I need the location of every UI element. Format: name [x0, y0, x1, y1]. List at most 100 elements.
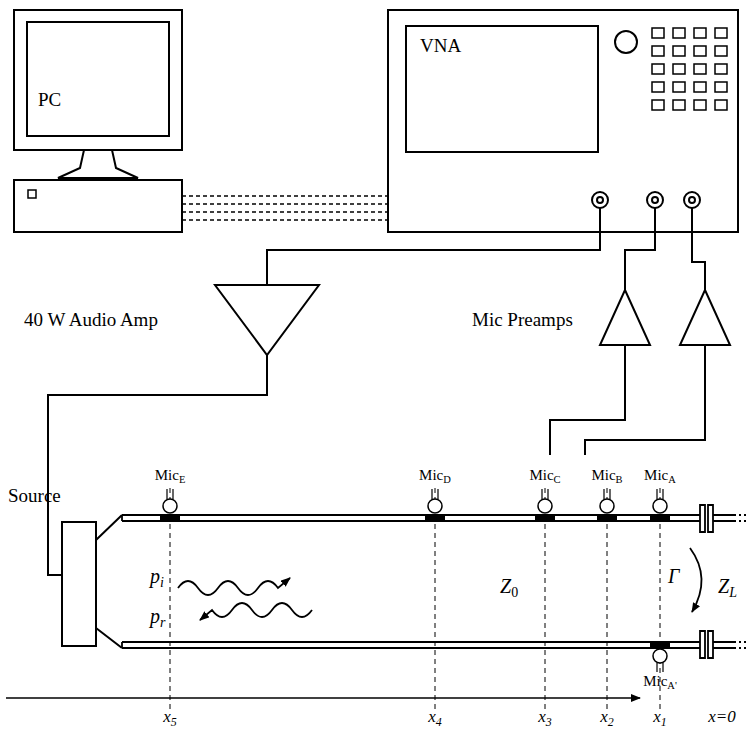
- path-stroke: [96, 515, 122, 648]
- label-subscript: i: [160, 575, 164, 590]
- mic-label: MicD: [419, 468, 451, 483]
- line-stroke: [182, 211, 388, 213]
- line-stroke: [662, 489, 663, 499]
- circle-stroke: [592, 192, 608, 208]
- line-stroke: [662, 663, 663, 672]
- path-stroke: [713, 515, 736, 648]
- tube: [122, 505, 746, 658]
- rect-stroke: [694, 46, 706, 56]
- rect-stroke: [651, 642, 669, 648]
- rect-stroke: [694, 28, 706, 38]
- device-label: VNA: [420, 36, 461, 55]
- line-stroke: [182, 219, 388, 221]
- label-subscript: 3: [546, 715, 552, 729]
- label-text: VNA: [420, 35, 461, 56]
- circle-stroke: [163, 499, 177, 513]
- label-text: x: [653, 707, 661, 726]
- position-label: x5: [163, 708, 177, 725]
- rect-stroke: [652, 82, 664, 92]
- line-stroke: [182, 195, 388, 197]
- reflection-arrow: [690, 548, 702, 612]
- rect-stroke: [694, 100, 706, 110]
- label-text: Mic: [155, 467, 179, 483]
- circle-stroke: [647, 192, 663, 208]
- line-stroke: [166, 489, 167, 499]
- rect-stroke: [715, 46, 727, 56]
- circle-stroke: [600, 499, 614, 513]
- rect-stroke: [388, 10, 738, 232]
- path-stroke: [600, 290, 650, 345]
- circle-stroke: [615, 31, 637, 53]
- path-stroke: [121, 515, 123, 648]
- circle-stroke: [538, 499, 552, 513]
- line-stroke: [547, 489, 548, 499]
- rect-stroke: [651, 515, 669, 521]
- line-stroke: [437, 489, 438, 499]
- label-text: 40 W Audio Amp: [24, 309, 158, 330]
- rect-stroke: [652, 100, 664, 110]
- label-subscript: 5: [171, 715, 177, 729]
- label-subscript: 2: [608, 715, 614, 729]
- path-stroke: [708, 631, 713, 658]
- rect-stroke: [673, 28, 685, 38]
- label-subscript: L: [729, 585, 737, 600]
- pc-computer: [14, 10, 182, 232]
- rect-stroke: [27, 22, 169, 136]
- rect-stroke: [598, 515, 616, 521]
- rect-stroke: [673, 64, 685, 74]
- label-subscript: A': [667, 680, 676, 691]
- label-text: Z: [718, 575, 729, 597]
- circle-stroke: [597, 197, 603, 203]
- label-text: Mic: [644, 467, 668, 483]
- mic-label: MicC: [529, 468, 560, 483]
- label-text: PC: [38, 89, 61, 110]
- label-text: Source: [8, 485, 61, 506]
- label-subscript: C: [554, 474, 561, 485]
- path-stroke: [267, 208, 600, 285]
- label-text: x: [538, 707, 546, 726]
- path-stroke: [700, 505, 705, 532]
- line-stroke: [656, 663, 657, 672]
- mic-label: MicB: [591, 468, 622, 483]
- rect-stroke: [715, 100, 727, 110]
- path-stroke: [585, 345, 705, 455]
- label-text: x=0: [708, 707, 736, 726]
- label-text: Mic: [529, 467, 553, 483]
- rect-stroke: [14, 10, 182, 150]
- path-stroke: [739, 515, 746, 648]
- label-text: Mic: [419, 467, 443, 483]
- impedance-label: Z0: [500, 576, 518, 596]
- label-text: p: [150, 565, 160, 587]
- label-text: x: [428, 707, 436, 726]
- incident-wave: [178, 578, 290, 595]
- rect-stroke: [715, 64, 727, 74]
- label-subscript: 1: [661, 715, 667, 729]
- microphones: [161, 488, 669, 712]
- rect-stroke: [715, 82, 727, 92]
- rect-stroke: [652, 46, 664, 56]
- label-text: Γ: [668, 565, 679, 587]
- rect-stroke: [28, 190, 36, 198]
- path-stroke: [550, 345, 625, 455]
- path-stroke: [58, 150, 138, 178]
- label-text: Mic: [591, 467, 615, 483]
- label-text: Mic Preamps: [472, 309, 573, 330]
- device-label: Mic Preamps: [472, 310, 573, 329]
- wave-label: pi: [150, 566, 164, 586]
- device-label: PC: [38, 90, 61, 109]
- rect-stroke: [673, 82, 685, 92]
- reflected-wave: [200, 603, 312, 620]
- rect-stroke: [715, 28, 727, 38]
- rect-stroke: [406, 26, 598, 152]
- label-text: x: [600, 707, 608, 726]
- label-subscript: B: [616, 474, 623, 485]
- circle-stroke: [653, 499, 667, 513]
- rect-stroke: [673, 100, 685, 110]
- line-stroke: [431, 489, 432, 499]
- mic-label: MicE: [155, 468, 186, 483]
- data-cable: [182, 196, 388, 220]
- mic-preamps: [550, 208, 730, 455]
- rect-stroke: [694, 64, 706, 74]
- line-stroke: [603, 489, 604, 499]
